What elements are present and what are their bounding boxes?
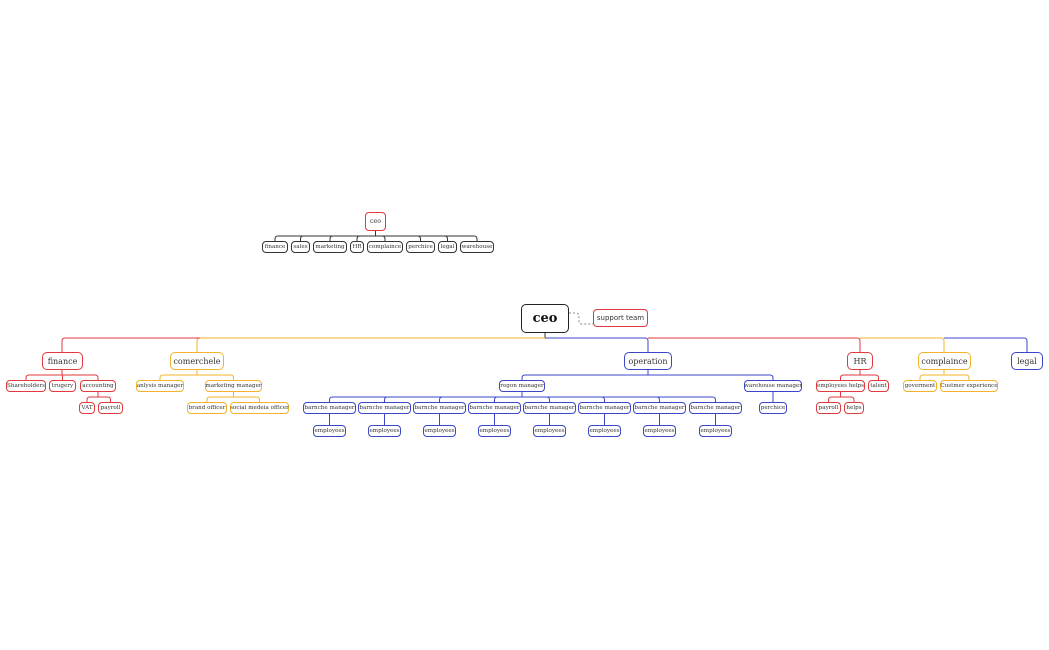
regon-children-connector-branch (329, 396, 522, 402)
branch-manager-node[interactable]: barnche manager (413, 402, 466, 414)
complaince-children-connector-branch (944, 374, 970, 380)
employees-node[interactable]: employees (533, 425, 566, 437)
small-map-connector-branch (329, 235, 376, 241)
branch-manager-node[interactable]: barnche manager (358, 402, 411, 414)
small-map-hr-node[interactable]: HR (350, 241, 364, 253)
support-team-node[interactable]: support team (593, 309, 648, 327)
small-map-connector-branch (300, 235, 376, 241)
hr-children-connector-branch (860, 374, 879, 380)
small-map-connector-branch (274, 235, 376, 241)
complaince-node[interactable]: complaince (918, 352, 971, 370)
regon-children-connector-branch (522, 396, 716, 402)
operation-node[interactable]: operation (624, 352, 672, 370)
brand-officer-node[interactable]: brand officer (187, 402, 227, 414)
social-medeia-officer-node[interactable]: social medeia officer (230, 402, 289, 414)
operation-children-connector-branch (648, 374, 774, 380)
finance-connector (61, 337, 200, 352)
small-map-ceo-node[interactable]: ceo (365, 212, 386, 231)
small-map-finance-node[interactable]: finance (262, 241, 288, 253)
talent-node[interactable]: talent (868, 380, 889, 392)
operation-children-connector-branch (521, 374, 648, 380)
finance-children-connector-branch (62, 374, 99, 380)
branch-manager-node[interactable]: barnche manager (689, 402, 742, 414)
marketing-children-connector-branch (233, 396, 260, 402)
helps-children-connector-branch (828, 396, 841, 402)
small-map-warehouse-node[interactable]: warehouse (460, 241, 494, 253)
warehouse-manager-node[interactable]: warehouse manager (744, 380, 802, 392)
marketing-children-connector-branch (206, 396, 234, 402)
employees-node[interactable]: employees (423, 425, 456, 437)
regon-children-connector-branch (384, 396, 522, 402)
shareholders-node[interactable]: Shareholders (6, 380, 46, 392)
branch-manager-node[interactable]: barnche manager (633, 402, 686, 414)
finance-children-connector-branch (25, 374, 62, 380)
custmer-experience-node[interactable]: Custmer experience (940, 380, 998, 392)
finance-node[interactable]: finance (42, 352, 83, 370)
regon-manager-node[interactable]: regon manager (499, 380, 545, 392)
comerchele-children-connector-branch (197, 374, 234, 380)
employees-node[interactable]: employees (643, 425, 676, 437)
small-map-perchice-node[interactable]: perchice (406, 241, 435, 253)
branch-manager-node[interactable]: barnche manager (303, 402, 356, 414)
helps-node[interactable]: helps (844, 402, 864, 414)
marketing-manager-node[interactable]: marketing manager (205, 380, 262, 392)
complaince-children-connector-branch (919, 374, 944, 380)
vat-node[interactable]: VAT (79, 402, 95, 414)
employees-node[interactable]: employees (478, 425, 511, 437)
anlysis-manager-node[interactable]: anlysis manager (136, 380, 184, 392)
employees-helps-node[interactable]: employees helps (816, 380, 865, 392)
small-map-marketing-node[interactable]: marketing (313, 241, 347, 253)
hr-connector (648, 337, 861, 352)
hr-payroll-node[interactable]: payroll (816, 402, 841, 414)
employees-node[interactable]: employees (699, 425, 732, 437)
legal-node[interactable]: legal (1011, 352, 1043, 370)
employees-node[interactable]: employees (588, 425, 621, 437)
goverment-node[interactable]: goverment (903, 380, 937, 392)
accounting-node[interactable]: accounting (80, 380, 116, 392)
accounting-children-connector-branch (98, 396, 111, 402)
comerchele-connector (196, 337, 545, 352)
comerchele-children-connector-branch (159, 374, 197, 380)
operation-connector (545, 337, 649, 352)
small-map-connector-branch (375, 235, 478, 241)
branch-manager-node[interactable]: barnche manager (578, 402, 631, 414)
employees-node[interactable]: employees (313, 425, 346, 437)
main-map-ceo-node[interactable]: ceo (521, 304, 569, 333)
legal-connector (944, 337, 1028, 352)
branch-manager-node[interactable]: barnche manager (523, 402, 576, 414)
payroll-node[interactable]: payroll (98, 402, 123, 414)
branch-manager-node[interactable]: barnche manager (468, 402, 521, 414)
small-map-complaince-node[interactable]: complaince (367, 241, 403, 253)
accounting-children-connector-branch (86, 396, 98, 402)
support-connector (569, 312, 593, 325)
regon-children-connector-branch (439, 396, 522, 402)
hr-node[interactable]: HR (847, 352, 873, 370)
trugery-node[interactable]: trugery (49, 380, 76, 392)
employees-node[interactable]: employees (368, 425, 401, 437)
regon-children-connector-branch (494, 396, 522, 402)
comerchele-node[interactable]: comerchele (170, 352, 224, 370)
complaince-connector (860, 337, 945, 352)
small-map-connector-branch (356, 235, 376, 241)
perchice-node[interactable]: perchice (759, 402, 787, 414)
helps-children-connector-branch (840, 396, 855, 402)
small-map-legal-node[interactable]: legal (438, 241, 457, 253)
small-map-sales-node[interactable]: sales (291, 241, 310, 253)
hr-children-connector-branch (840, 374, 860, 380)
